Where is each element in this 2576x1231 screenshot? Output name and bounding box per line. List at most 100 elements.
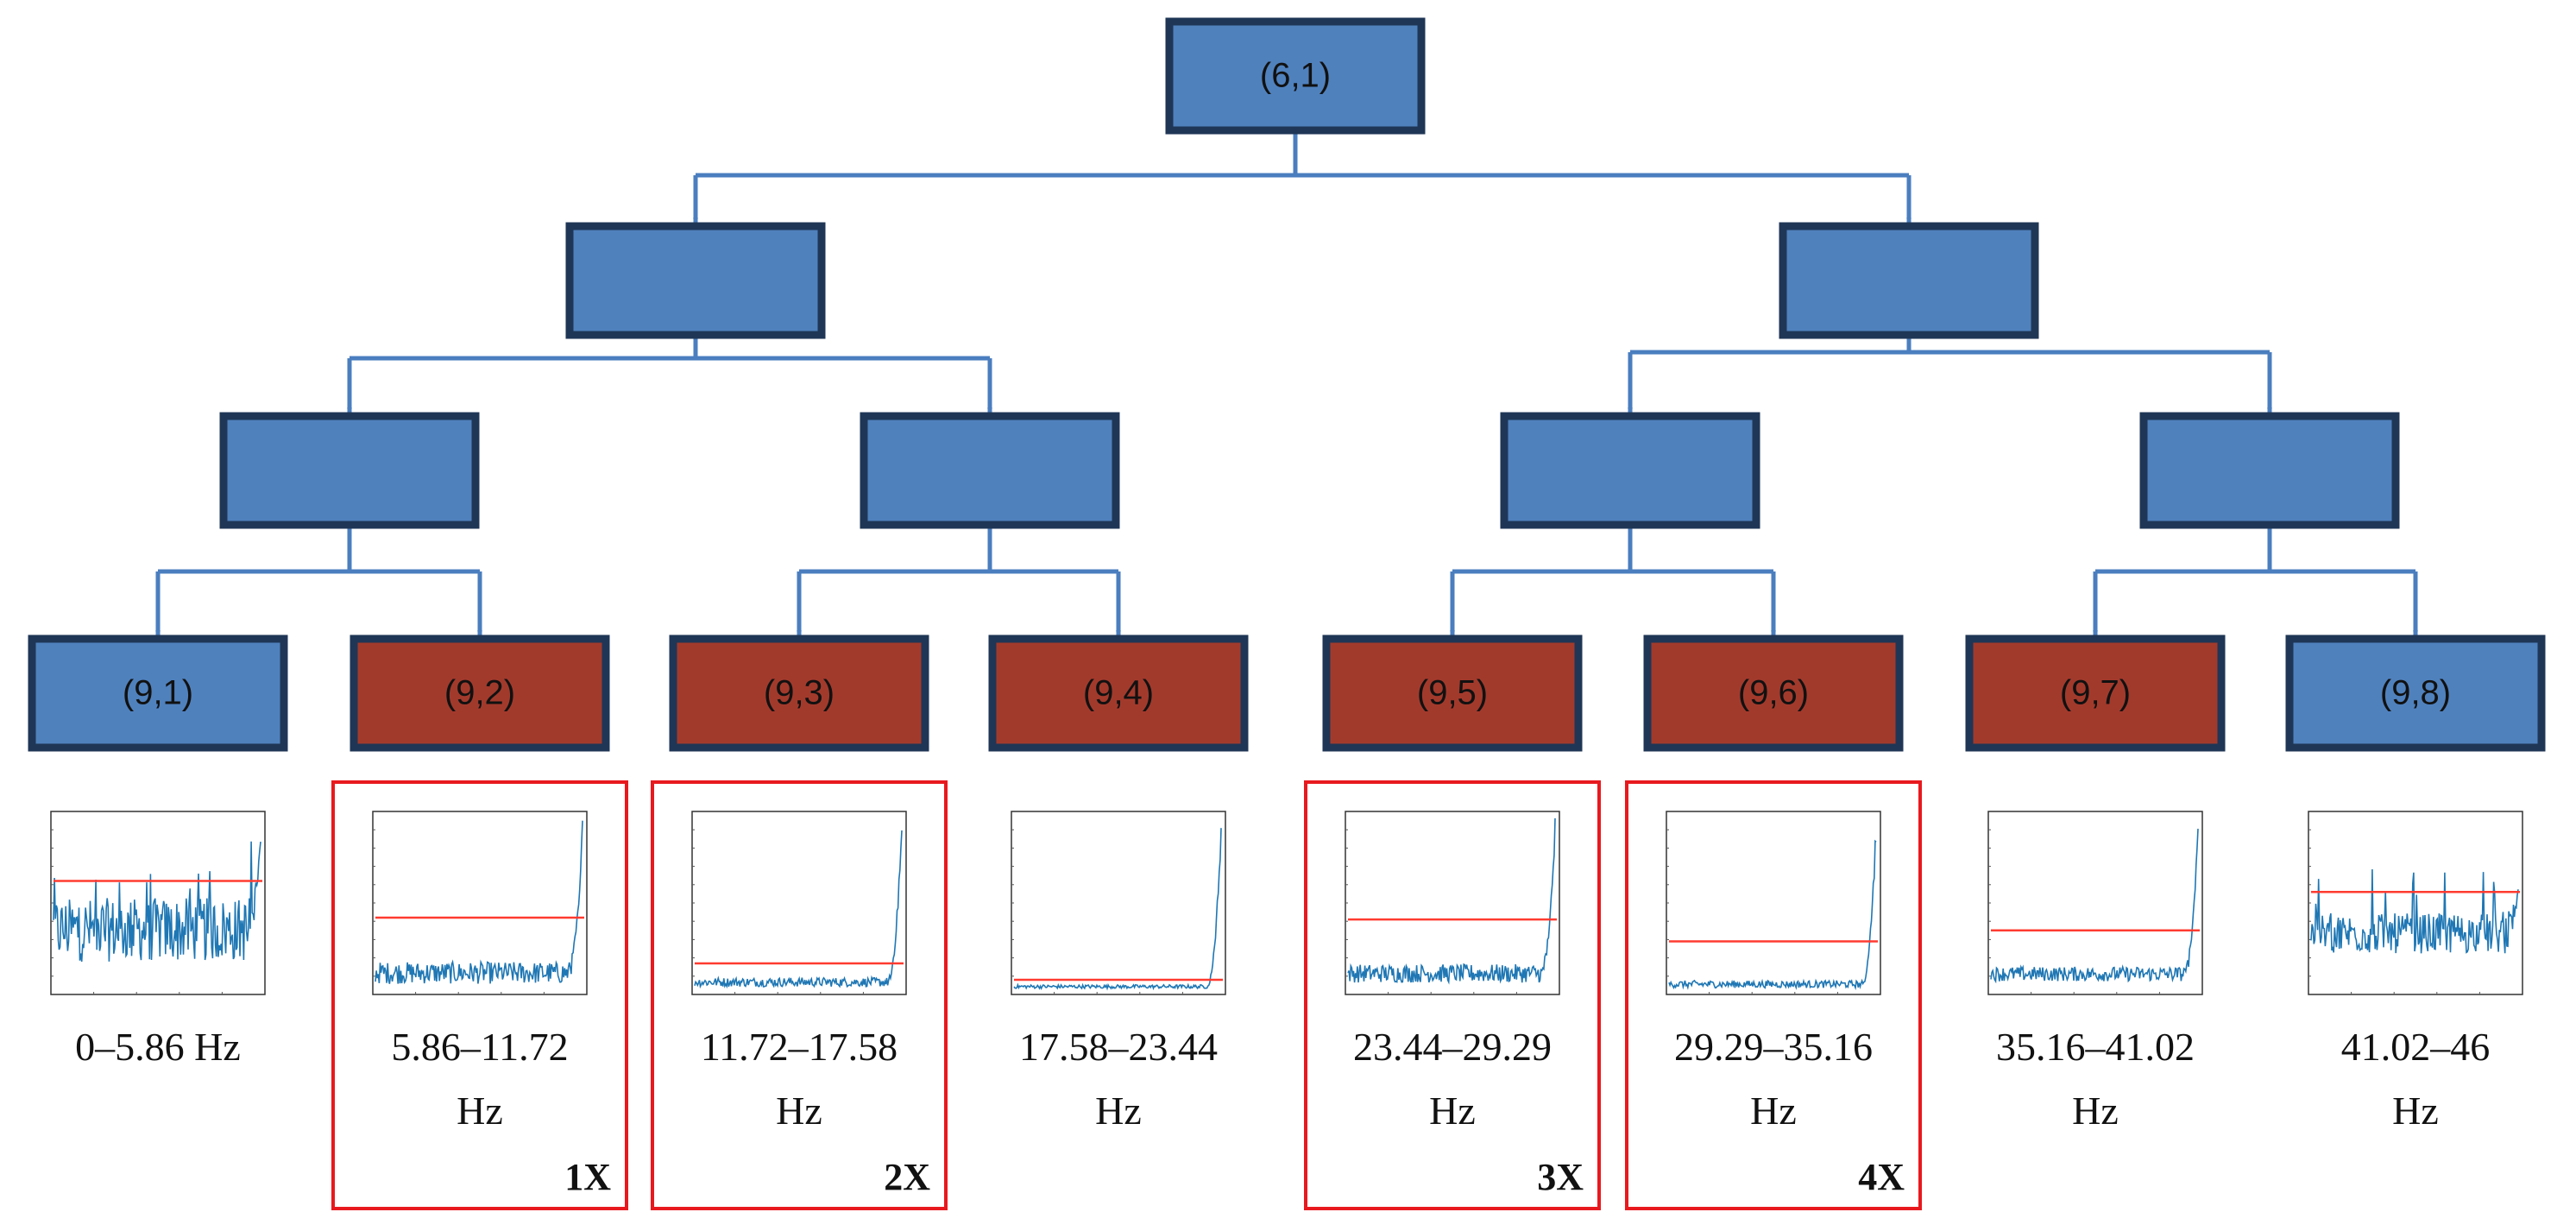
spectrum-plot-6 [1666,811,1881,995]
leaf-node-2-label: (9,2) [444,674,515,712]
band-range-text: 23.44–29.29 [1353,1025,1552,1069]
harmonic-highlight-box-2 [331,780,628,1210]
leaf-node-3: (9,3) [669,634,929,752]
spectrum-plot-5 [1345,811,1560,995]
leaf-node-1-box [28,634,288,752]
connector-root [693,130,1912,224]
leaf-node-6: (9,6) [1643,634,1904,752]
harmonic-highlight-box-5 [1304,780,1601,1210]
spectrum-line [1347,818,1556,985]
harmonic-order-label: 1X [564,1156,611,1198]
leaf-node-6-label: (9,6) [1738,674,1809,712]
harmonic-highlight-boxes [331,780,1922,1210]
connector-l1-right [1628,335,2272,413]
plot-frame [2308,811,2523,995]
level2-node-1-box [219,412,480,529]
spectrum-line [1013,828,1222,991]
spectrum-plot-7 [1987,811,2203,995]
leaf-node-7-box [1965,634,2226,752]
spectrum-plot-2 [372,811,588,995]
leaf-node-4: (9,4) [988,634,1249,752]
plot-frame [1987,811,2203,995]
connector-l1-left [347,335,992,413]
band-unit-text: Hz [1750,1089,1797,1133]
band-range-text: 11.72–17.58 [701,1025,898,1069]
band-label-1: 0–5.86 Hz [75,1025,241,1069]
band-unit-text: Hz [457,1089,503,1133]
band-unit-text: Hz [1095,1089,1142,1133]
leaf-node-3-label: (9,3) [764,674,835,712]
leaf-node-5-box [1322,634,1583,752]
leaf-node-1: (9,1) [28,634,288,752]
connector-l2-3 [1450,525,1776,636]
level1-node-1 [565,222,826,339]
spectrum-line [53,841,261,963]
root-node-label: (6,1) [1260,57,1331,95]
harmonic-order-label: 2X [884,1156,930,1198]
plot-frame [691,811,907,995]
leaf-node-8-box [2285,634,2546,752]
tree-nodes: (6,1) (9,1) (9,2) (9,3) (9,4) (9,5) (9,6) (9,7)… [28,17,2546,752]
band-range-text: 17.58–23.44 [1019,1025,1218,1069]
spectrum-line [1668,839,1877,991]
leaf-node-1-label: (9,1) [123,674,193,712]
harmonic-highlight-box-3 [651,780,948,1210]
band-range-text: 41.02–46 [2341,1025,2491,1069]
spectrum-line [1990,829,2199,984]
harmonic-highlight-box-6 [1625,780,1922,1210]
harmonic-order-label: 4X [1858,1156,1905,1198]
band-range-text: 5.86–11.72 [391,1025,568,1069]
level1-node-2 [1779,222,2039,339]
band-range-text: 35.16–41.02 [1996,1025,2195,1069]
harmonic-order-label: 3X [1537,1156,1584,1198]
level2-node-2 [860,412,1120,529]
level2-node-2-box [860,412,1120,529]
spectrum-line [375,820,583,985]
level2-node-1 [219,412,480,529]
leaf-node-8-label: (9,8) [2380,674,2451,712]
leaf-node-3-box [669,634,929,752]
spectrum-plot-3 [691,811,907,995]
leaf-node-4-box [988,634,1249,752]
tree-connectors [155,130,2418,636]
connector-l2-4 [2093,525,2418,636]
level2-node-4 [2139,412,2400,529]
level2-node-3-box [1500,412,1760,529]
root-node-box [1165,17,1426,135]
spectrum-plot-4 [1011,811,1226,995]
level2-node-3 [1500,412,1760,529]
plot-frame [372,811,588,995]
connector-l2-2 [797,525,1121,636]
root-node: (6,1) [1165,17,1426,135]
level1-node-1-box [565,222,826,339]
plot-frame [1666,811,1881,995]
band-unit-text: Hz [2392,1089,2439,1133]
spectrum-plot-8 [2308,811,2523,995]
leaf-node-8: (9,8) [2285,634,2546,752]
spectrum-line [2310,868,2519,954]
leaf-node-5-label: (9,5) [1417,674,1488,712]
plot-frame [1011,811,1226,995]
leaf-node-4-label: (9,4) [1083,674,1154,712]
band-unit-text: Hz [1429,1089,1476,1133]
plot-frame [50,811,266,995]
level2-node-4-box [2139,412,2400,529]
plot-frame [1345,811,1560,995]
leaf-node-7-label: (9,7) [2060,674,2131,712]
band-range-text: 0–5.86 Hz [75,1025,241,1069]
band-unit-text: Hz [2072,1089,2119,1133]
leaf-node-7: (9,7) [1965,634,2226,752]
leaf-node-6-box [1643,634,1904,752]
band-range-text: 29.29–35.16 [1674,1025,1873,1069]
leaf-node-2: (9,2) [350,634,610,752]
spectrum-line [694,830,903,989]
